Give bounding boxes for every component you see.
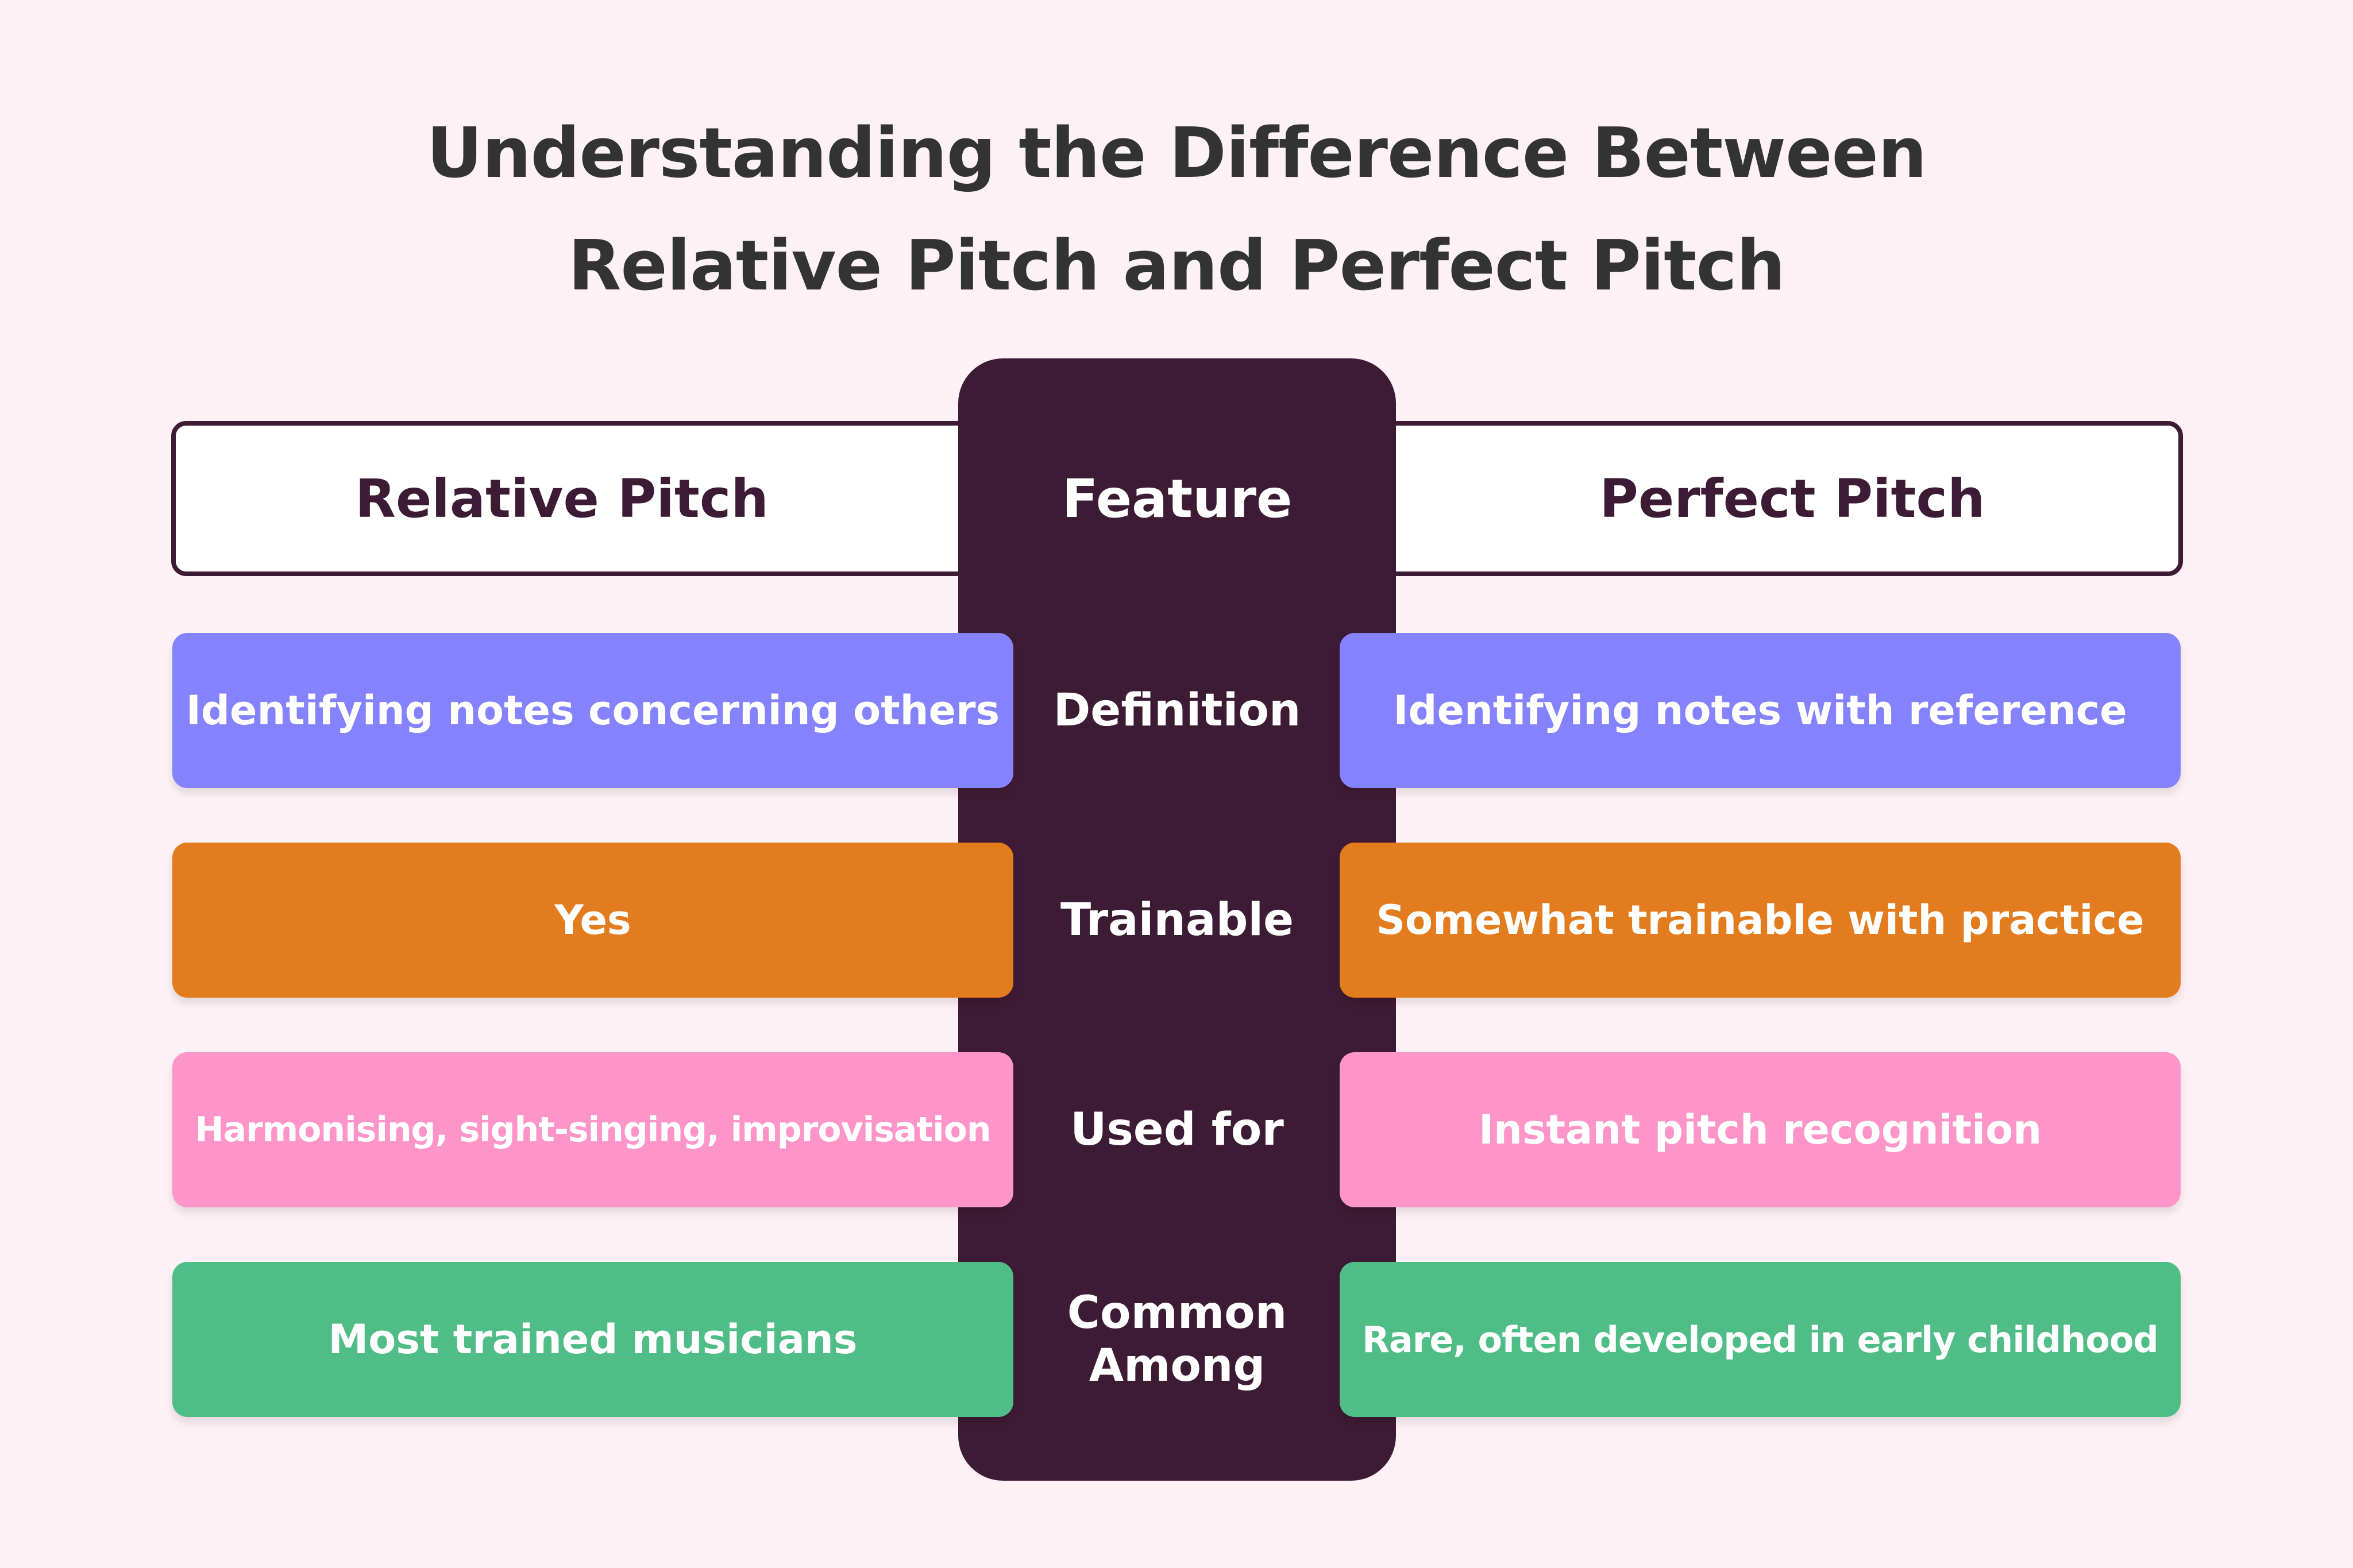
perfect-common-among-cell: Rare, often developed in early childhood — [1340, 1262, 2181, 1417]
feature-common-among-label: Common Among — [1067, 1287, 1287, 1392]
feature-definition: Definition — [958, 633, 1396, 788]
title-line-2: Relative Pitch and Perfect Pitch — [568, 226, 1785, 306]
perfect-definition-text: Identifying notes with reference — [1393, 687, 2127, 734]
perfect-trainable-text: Somewhat trainable with practice — [1376, 897, 2144, 944]
relative-used-for-cell: Harmonising, sight-singing, improvisatio… — [172, 1052, 1013, 1207]
relative-trainable-cell: Yes — [172, 843, 1013, 998]
relative-trainable-text: Yes — [554, 897, 631, 944]
feature-column-background — [958, 358, 1396, 1481]
feature-used-for-label: Used for — [1070, 1104, 1284, 1156]
perfect-definition-cell: Identifying notes with reference — [1340, 633, 2181, 788]
relative-used-for-text: Harmonising, sight-singing, improvisatio… — [195, 1110, 991, 1150]
relative-common-among-text: Most trained musicians — [328, 1316, 858, 1363]
feature-trainable-label: Trainable — [1060, 894, 1294, 946]
perfect-used-for-text: Instant pitch recognition — [1478, 1106, 2042, 1153]
relative-common-among-cell: Most trained musicians — [172, 1262, 1013, 1417]
relative-definition-cell: Identifying notes concerning others — [172, 633, 1013, 788]
feature-header-label: Feature — [1062, 468, 1293, 530]
perfect-trainable-cell: Somewhat trainable with practice — [1340, 843, 2181, 998]
perfect-common-among-text: Rare, often developed in early childhood — [1362, 1318, 2159, 1361]
feature-used-for: Used for — [958, 1052, 1396, 1207]
relative-pitch-header: Relative Pitch — [171, 421, 1010, 576]
feature-definition-label: Definition — [1053, 685, 1301, 736]
relative-definition-text: Identifying notes concerning others — [186, 687, 1000, 734]
page-title: Understanding the Difference Between Rel… — [0, 98, 2353, 323]
feature-common-among: Common Among — [958, 1262, 1396, 1417]
title-line-1: Understanding the Difference Between — [426, 114, 1927, 194]
feature-trainable: Trainable — [958, 843, 1396, 998]
perfect-used-for-cell: Instant pitch recognition — [1340, 1052, 2181, 1207]
perfect-pitch-header-label: Perfect Pitch — [1599, 468, 1985, 530]
perfect-pitch-header: Perfect Pitch — [1344, 421, 2183, 576]
feature-header: Feature — [958, 421, 1396, 576]
relative-pitch-header-label: Relative Pitch — [355, 468, 769, 530]
